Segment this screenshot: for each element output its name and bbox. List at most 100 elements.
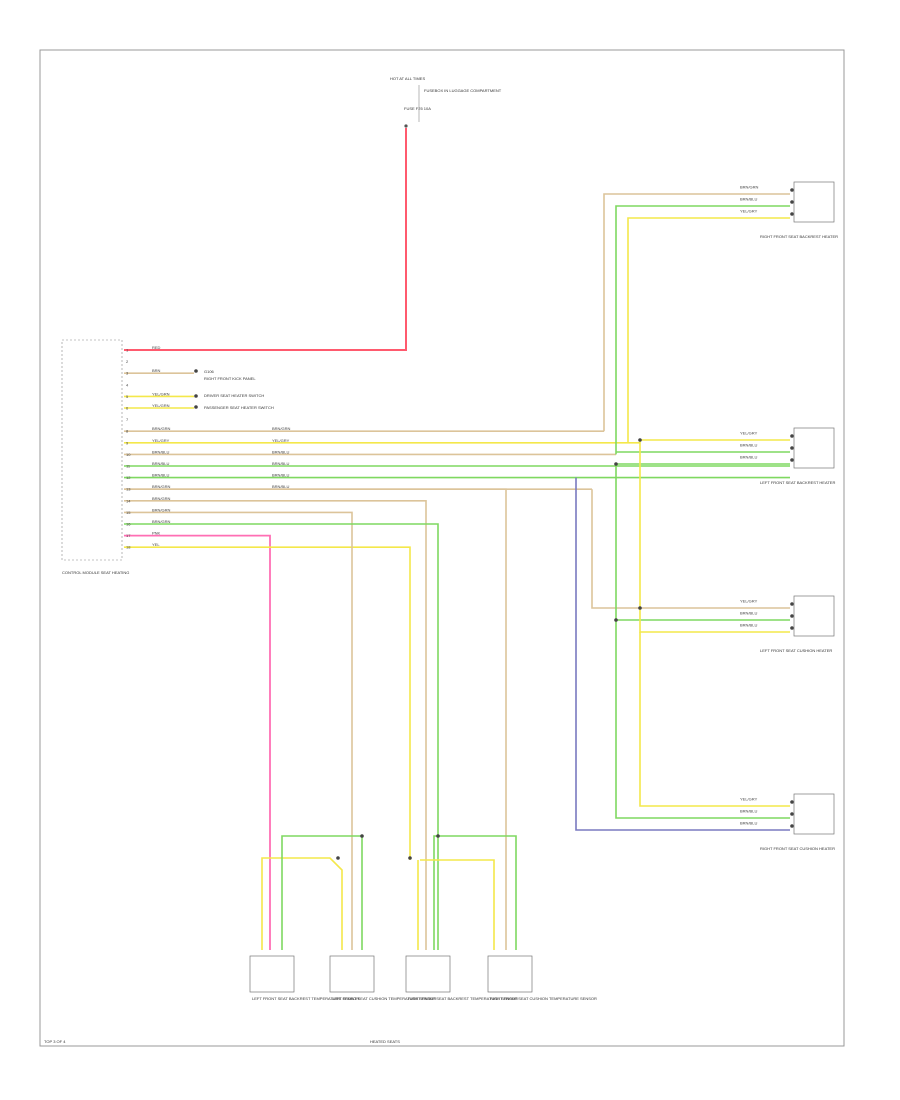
module-wire-label-1: RED (152, 345, 161, 350)
heater-0-label: RIGHT FRONT SEAT BACKREST HEATER (760, 234, 838, 239)
module-pin-9: 9 (126, 440, 129, 445)
fuse-name: FUSE F25 10A (404, 106, 431, 111)
heater-0-wire-1: BRN/BLU (740, 197, 757, 202)
mid-wire-label-0: BRN/GRN (272, 426, 291, 431)
wire-sensor-yellow (124, 546, 411, 860)
temp-sensor-1-box (329, 955, 375, 993)
heater-3-pin-icon-2 (790, 824, 794, 828)
diagram-frame (39, 49, 845, 1047)
sensor-splice-icon-0 (360, 834, 364, 838)
sensor-splice-icon-1 (336, 856, 340, 860)
temp-sensor-2-box (405, 955, 451, 993)
feed-rf-backrest-2 (615, 205, 790, 455)
heater-1-wire-1: BRN/BLU (740, 443, 757, 448)
wire-red-supply (124, 128, 407, 351)
heater-1-box (793, 427, 835, 469)
ground-label: G106 (204, 369, 215, 374)
module-pin-2: 2 (126, 359, 129, 364)
heater-3-box (793, 793, 835, 835)
heater-3-wire-1: BRN/BLU (740, 809, 757, 814)
heater-3-label: RIGHT FRONT SEAT CUSHION HEATER (760, 846, 835, 851)
temp-sensor-3-label: RIGHT FRONT SEAT CUSHION TEMPERATURE SEN… (490, 996, 597, 1001)
module-pin-17: 17 (126, 533, 131, 538)
module-pin-7: 7 (126, 417, 129, 422)
module-wire-label-18: YEL (152, 542, 160, 547)
module-wire-label-3: BRN (152, 368, 161, 373)
module-wire-label-14: BRN/GRN (152, 496, 171, 501)
temp-sensor-0-box (249, 955, 295, 993)
temp-sensor-2: RIGHT FRONT SEAT BACKREST TEMPERATURE SE… (405, 955, 518, 1001)
heater-0-wire-2: YEL/GRY (740, 209, 758, 214)
heater-0-pin-icon-2 (790, 212, 794, 216)
module-wire-label-17: PNK (152, 531, 161, 536)
feed-lf-cushion-3 (639, 440, 790, 633)
heater-1-pin-icon-2 (790, 458, 794, 462)
mid-wire-label-5: BRN/BLU (272, 484, 289, 489)
heater-2-pin-icon-2 (790, 626, 794, 630)
splice-icon-1 (614, 462, 618, 466)
heater-3-wire-2: BRN/BLU (740, 821, 757, 826)
module-pin-8: 8 (126, 429, 129, 434)
heater-1-pin-icon-1 (790, 446, 794, 450)
wire-sensor-pink (124, 534, 271, 950)
sensor-bridge-2 (281, 835, 363, 950)
control-module-label: CONTROL MODULE SEAT HEATING (62, 570, 129, 575)
fuse-location: FUSEBOX IN LUGGAGE COMPARTMENT (424, 88, 502, 93)
sensor-bridge-4 (433, 835, 517, 950)
control-module-box (61, 339, 123, 561)
heater-connector-3: YEL/GRY BRN/BLU BRN/BLU RIGHT FRONT SEAT CU… (740, 793, 835, 851)
heater-2-box (793, 595, 835, 637)
module-pin-6: 6 (126, 406, 129, 411)
heater-0-pin-icon-0 (790, 188, 794, 192)
heater-2-label: LEFT FRONT SEAT CUSHION HEATER (760, 648, 832, 653)
heater-2-wire-0: YEL/GRY (740, 599, 758, 604)
module-pin-12: 12 (126, 475, 131, 480)
feed-rf-backrest-1 (603, 193, 790, 432)
splice-icon-2 (638, 606, 642, 610)
temp-sensor-3: RIGHT FRONT SEAT CUSHION TEMPERATURE SEN… (487, 955, 597, 1001)
heater-0-wire-0: BRN/GRN (740, 185, 759, 190)
heater-1-label: LEFT FRONT SEAT BACKREST HEATER (760, 480, 835, 485)
heater-2-pin-icon-1 (790, 614, 794, 618)
splice-icon-3 (614, 618, 618, 622)
fuse-terminal-icon (404, 124, 408, 128)
module-wire-label-10: BRN/BLU (152, 449, 169, 454)
module-pin-1: 1 (126, 348, 129, 353)
sensor-splice-icon-3 (436, 834, 440, 838)
heater-3-wire-0: YEL/GRY (740, 797, 758, 802)
feed-rf-cushion-1 (639, 632, 790, 807)
wire-sensor-tan-3 (124, 488, 507, 950)
heater-2-pin-icon-0 (790, 602, 794, 606)
module-pin-13: 13 (126, 487, 131, 492)
module-wire-label-6: YEL/GRN (152, 403, 170, 408)
heater-3-pin-icon-1 (790, 812, 794, 816)
wire-sensor-green (124, 523, 439, 950)
switch-connector-icon-1 (194, 394, 198, 398)
temp-sensor-1: LEFT FRONT SEAT CUSHION TEMPERATURE SENS… (329, 955, 436, 1001)
mid-wire-label-1: YEL/GRY (272, 438, 290, 443)
module-pin-16: 16 (126, 522, 131, 527)
module-pin-14: 14 (126, 498, 131, 503)
heater-2-wire-2: BRN/BLU (740, 623, 757, 628)
wire-sensor-tan-1 (124, 499, 427, 950)
module-pin-3: 3 (126, 371, 129, 376)
heater-connector-0: BRN/GRN BRN/BLU YEL/GRY RIGHT FRONT SEAT BA… (740, 181, 838, 239)
module-pin-15: 15 (126, 510, 131, 515)
mid-wire-label-3: BRN/BLU (272, 461, 289, 466)
splice-icon-0 (638, 438, 642, 442)
switch-connector-icon-2 (194, 405, 198, 409)
module-wire-label-12: BRN/BLU (152, 473, 169, 478)
sensor-group: LEFT FRONT SEAT BACKREST TEMPERATURE SEN… (249, 955, 597, 1001)
heater-3-pin-icon-0 (790, 800, 794, 804)
pass-switch-label: PASSENGER SEAT HEATER SWITCH (204, 405, 274, 410)
module-wire-label-5: YEL/GRN (152, 391, 170, 396)
heater-0-box (793, 181, 835, 223)
temp-sensor-3-box (487, 955, 533, 993)
footer-left: TOP 3 OF 4 (44, 1039, 66, 1044)
module-wire-label-15: BRN/GRN (152, 507, 171, 512)
module-wire-label-9: YEL/GRY (152, 438, 170, 443)
